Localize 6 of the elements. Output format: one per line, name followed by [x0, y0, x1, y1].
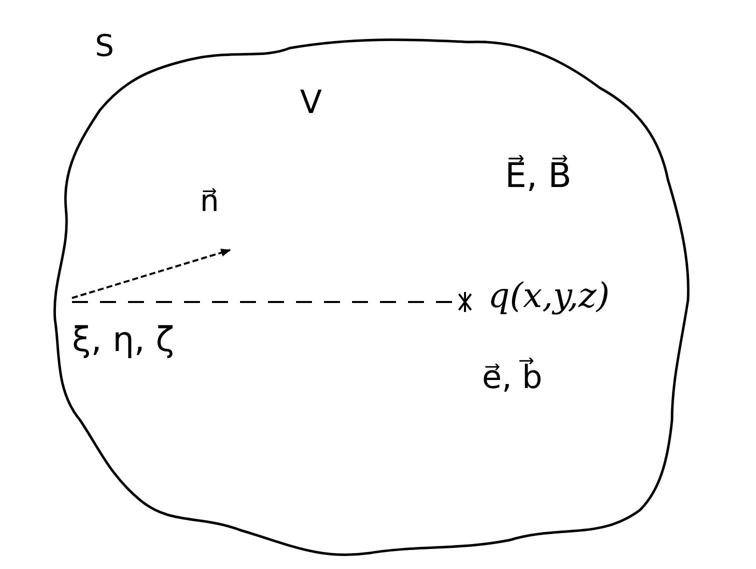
charge-label: q(x,y,z): [488, 278, 610, 316]
field-label: e⃗, b⃗: [482, 360, 542, 396]
surface-point-label: ξ, η, ζ: [72, 322, 174, 360]
surface-label: S: [95, 30, 114, 63]
volume-label: V: [300, 85, 322, 120]
normal-vector-label: n⃗: [200, 185, 220, 218]
